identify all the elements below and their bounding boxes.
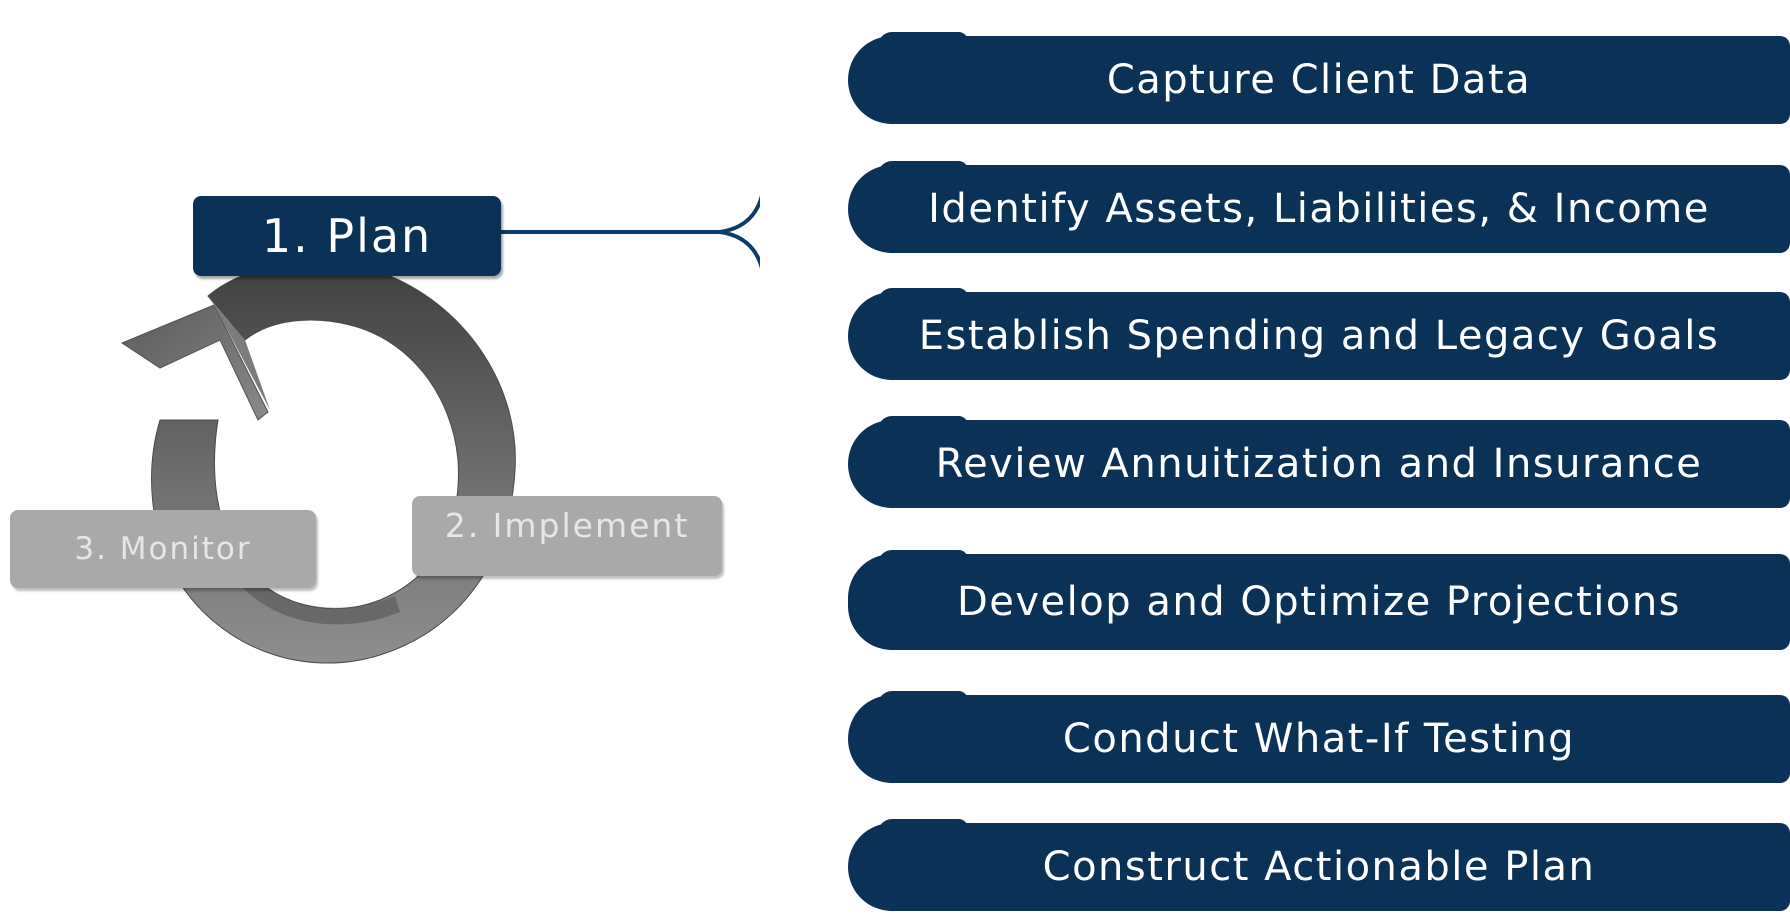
step-label: Establish Spending and Legacy Goals <box>918 313 1720 359</box>
step-label: Identify Assets, Liabilities, & Income <box>928 186 1710 232</box>
stage-implement-label: 2. Implement <box>444 506 690 545</box>
step-label: Develop and Optimize Projections <box>956 579 1682 625</box>
step-label: Review Annuitization and Insurance <box>935 441 1703 487</box>
step-review-annuitization: Review Annuitization and Insurance <box>848 416 1790 508</box>
stage-plan-label: 1. Plan <box>261 209 433 263</box>
step-identify-assets: Identify Assets, Liabilities, & Income <box>848 161 1790 253</box>
step-establish-goals: Establish Spending and Legacy Goals <box>848 288 1790 380</box>
step-develop-projections: Develop and Optimize Projections <box>848 550 1790 650</box>
bracket <box>719 194 760 270</box>
step-label: Construct Actionable Plan <box>1042 844 1596 890</box>
step-what-if-testing: Conduct What-If Testing <box>848 691 1790 783</box>
step-label: Conduct What-If Testing <box>1062 716 1576 762</box>
step-label: Capture Client Data <box>1106 57 1532 103</box>
circular-arrow-icon <box>120 261 516 664</box>
stage-implement: 2. Implement <box>412 496 722 576</box>
stage-plan: 1. Plan <box>193 196 501 276</box>
stage-monitor: 3. Monitor <box>10 510 316 588</box>
stage-monitor-label: 3. Monitor <box>74 531 252 567</box>
step-actionable-plan: Construct Actionable Plan <box>848 819 1790 911</box>
cycle-diagram <box>120 194 760 664</box>
step-capture-client-data: Capture Client Data <box>848 32 1790 124</box>
